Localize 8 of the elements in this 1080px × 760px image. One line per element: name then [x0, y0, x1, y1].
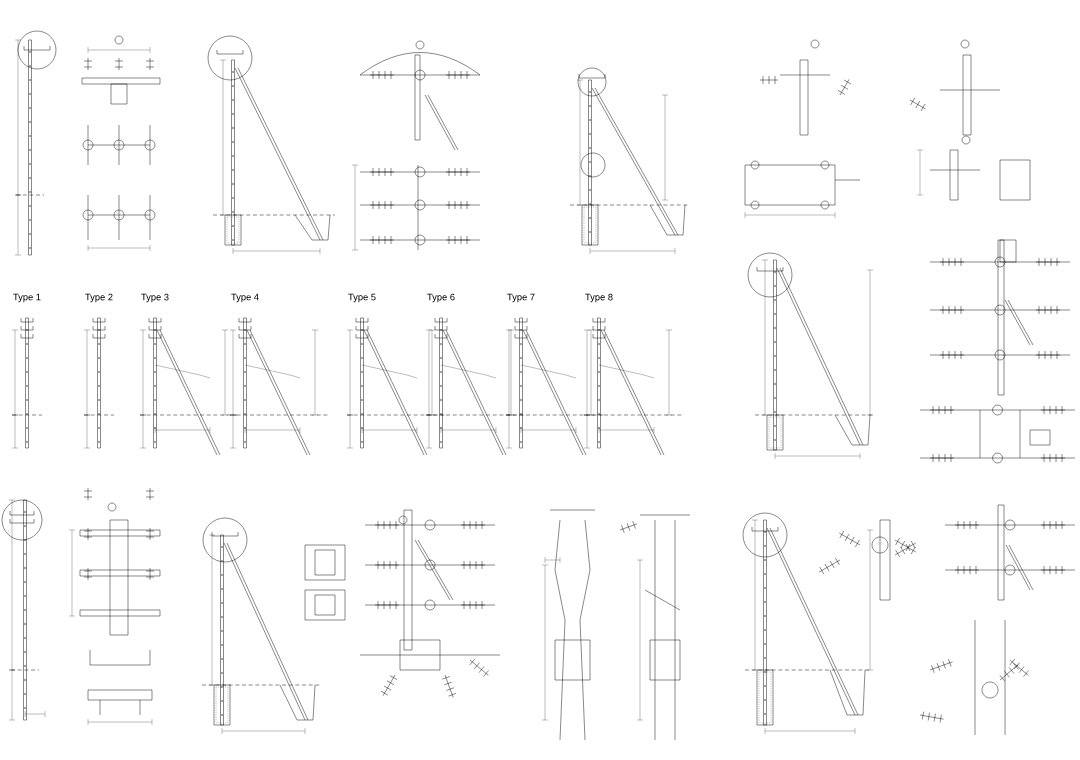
- type-label: Type 1: [13, 293, 41, 303]
- type-label: Type 8: [585, 293, 613, 303]
- type-label: Type 5: [348, 293, 376, 303]
- type-label: Type 2: [85, 293, 113, 303]
- type-label: Type 6: [427, 293, 455, 303]
- type-label: Type 3: [141, 293, 169, 303]
- type-label: Type 4: [231, 293, 259, 303]
- type-label: Type 7: [507, 293, 535, 303]
